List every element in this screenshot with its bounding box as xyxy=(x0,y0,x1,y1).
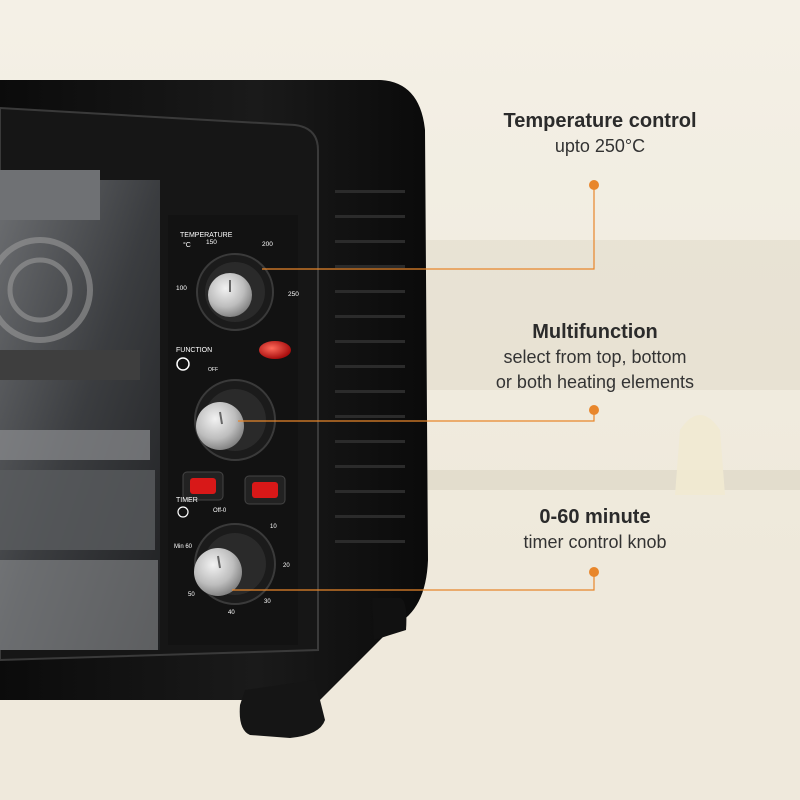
timer-scale-30: 30 xyxy=(264,599,271,605)
callout-dots xyxy=(589,180,599,577)
timer-scale-off: Off-0 xyxy=(213,508,227,514)
multifunction-callout-desc-1: select from top, bottom xyxy=(503,347,687,367)
temperature-unit: °C xyxy=(183,241,191,249)
wire-rack xyxy=(0,430,150,460)
power-indicator-lamp xyxy=(259,341,291,359)
timer-callout-title: 0-60 minute xyxy=(539,506,651,528)
timer-knob[interactable] xyxy=(194,523,276,605)
timer-scale-60: Min 60 xyxy=(174,544,193,550)
knife-block xyxy=(675,415,725,495)
timer-callout-desc: timer control knob xyxy=(523,532,667,552)
temp-scale-100: 100 xyxy=(176,285,187,292)
temp-scale-250: 250 xyxy=(288,291,299,298)
oven-foot-front xyxy=(239,680,325,738)
flame-icon xyxy=(176,357,190,371)
function-knob[interactable] xyxy=(194,379,276,461)
timer-scale-50: 50 xyxy=(188,592,195,598)
multifunction-callout-desc-2: or both heating elements xyxy=(495,372,695,392)
timer-scale-40: 40 xyxy=(228,610,235,616)
function-label: FUNCTION xyxy=(176,347,212,354)
bottom-element-switch[interactable] xyxy=(244,475,286,505)
timer-scale-10: 10 xyxy=(270,524,277,530)
function-off-label: OFF xyxy=(208,367,218,373)
temperature-callout: Temperature control upto 250°C xyxy=(470,108,730,159)
temperature-label: TEMPERATURE xyxy=(180,232,233,239)
timer-callout: 0-60 minute timer control knob xyxy=(470,504,720,555)
top-element-switch[interactable] xyxy=(182,471,224,501)
temperature-callout-desc: upto 250°C xyxy=(554,136,646,156)
timer-scale-20: 20 xyxy=(283,563,290,569)
timer-label: TIMER xyxy=(176,497,198,504)
multifunction-callout-title: Multifunction xyxy=(532,321,658,343)
rotisserie-spit xyxy=(0,350,140,380)
oven-foot-right xyxy=(372,598,407,640)
temp-scale-150: 150 xyxy=(206,239,217,246)
backsplash xyxy=(420,240,800,390)
side-vents xyxy=(335,190,405,543)
temperature-callout-title: Temperature control xyxy=(503,110,697,132)
multifunction-callout: Multifunction select from top, bottom or… xyxy=(450,319,740,395)
clock-icon xyxy=(177,506,189,518)
temp-scale-200: 200 xyxy=(262,241,273,248)
temperature-knob[interactable] xyxy=(196,253,274,331)
